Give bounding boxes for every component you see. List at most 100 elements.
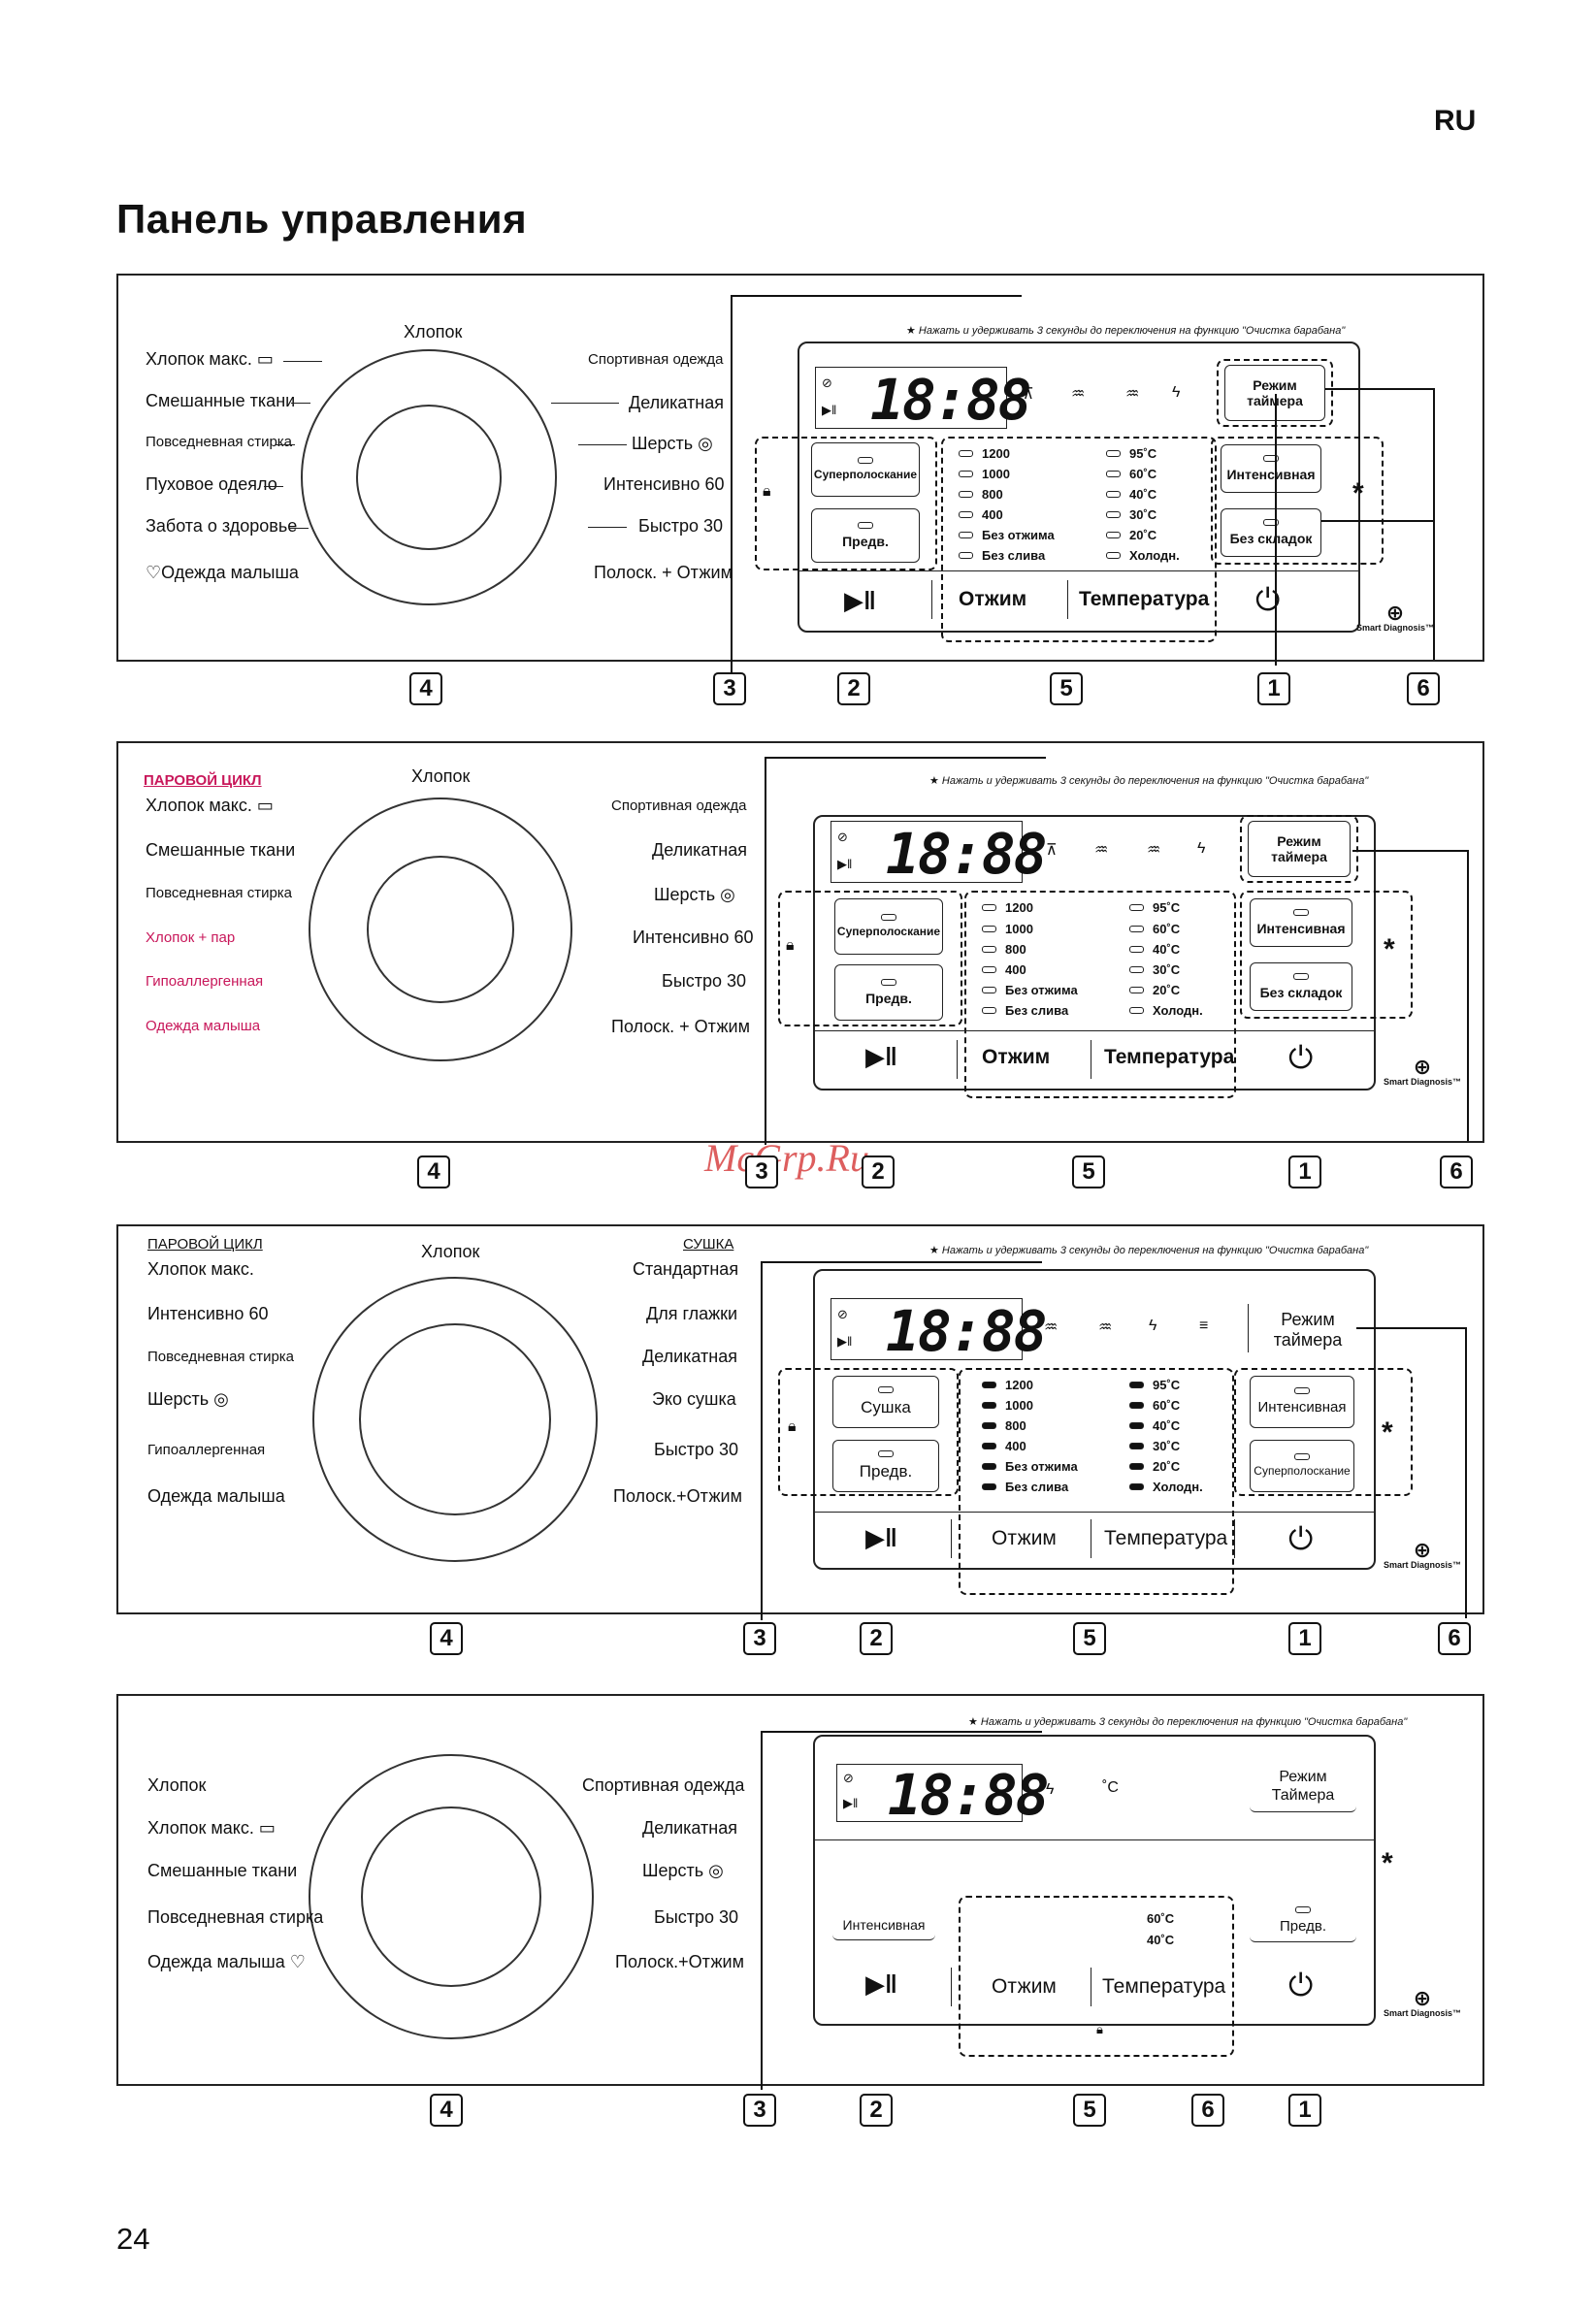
rinse-stage-icon: ♒ [1098,1319,1113,1336]
program-dial[interactable] [312,1277,598,1562]
callout-line [761,1261,763,1620]
spin-button[interactable]: Отжим [992,1975,1057,1998]
spin-option: 800 [982,942,1026,957]
start-pause-icon[interactable]: ▶‖ [865,1042,897,1071]
child-lock-icon: 🔒︎ [786,937,795,954]
intensive-button[interactable]: Интенсивная [1221,444,1321,493]
intensive-button[interactable]: Интенсивная [1250,1376,1354,1428]
dial-center [359,1323,551,1515]
page-title: Панель управления [116,196,528,242]
callout-6: 6 [1438,1622,1471,1655]
program-dial[interactable] [309,797,572,1061]
temperature-button[interactable]: Температура [1104,1527,1228,1549]
program-label-left: Смешанные ткани [147,1861,298,1880]
timer-button[interactable]: Режим Таймера [1250,1762,1356,1812]
wash-stage-icon: ⊼ [1046,842,1058,859]
program-label-right: Полоск.+Отжим [615,1952,744,1971]
play-pause-icon: ▶‖ [822,403,837,417]
intensive-button[interactable]: Интенсивная [832,1911,935,1940]
callout-6: 6 [1191,2094,1224,2127]
leader-line [289,528,309,529]
control-unit [813,1269,1376,1570]
prewash-button[interactable]: Предв. [811,508,920,563]
wash-stage-icon: ♒ [1044,1319,1059,1336]
start-pause-icon[interactable]: ▶‖ [844,586,876,615]
smart-diagnosis-logo: ⊕Smart Diagnosis™ [1384,1986,1462,2019]
callout-line [1465,1327,1467,1618]
spin-button[interactable]: Отжим [959,588,1027,610]
timer-button[interactable]: Режим таймера [1248,821,1351,877]
super-rinse-button[interactable]: Суперполоскание [811,442,920,497]
callout-line [1321,520,1434,522]
program-label-left: Хлопок [147,1775,207,1795]
steam-cycle-header: ПАРОВОЙ ЦИКЛ [147,1236,263,1253]
spin-option: 1200 [982,900,1033,915]
temp-option: 30˚C [1106,507,1156,522]
program-label-right: Спортивная одежда [582,1775,745,1795]
prewash-button[interactable]: Предв. [832,1440,939,1492]
callout-line [731,295,733,673]
drum-clean-note: ★ Нажать и удерживать 3 секунды до перек… [906,325,1346,337]
spin-temp-group [964,891,1236,1098]
temp-option: 60˚C [1129,922,1180,936]
program-label-right: Спортивная одежда [611,797,747,814]
callout-5: 5 [1073,2094,1106,2127]
callout-line [761,1731,763,2090]
program-dial[interactable] [309,1754,594,2039]
timer-group [1240,815,1358,883]
temperature-button[interactable]: Температура [1079,588,1210,610]
control-panel-3: ПАРОВОЙ ЦИКЛ СУШКА Хлопок Хлопок макс. И… [116,1224,1484,1620]
program-top: Хлопок [411,766,471,786]
callout-6: 6 [1407,672,1440,705]
program-label-left: Гипоаллергенная [147,1442,266,1458]
spin-button[interactable]: Отжим [992,1527,1057,1549]
spin-button[interactable]: Отжим [982,1046,1051,1068]
spin-option: 400 [982,1439,1026,1453]
separator [931,580,932,619]
program-label-left: Повседневная стирка [146,885,293,901]
time-display: 18:88 [886,821,1048,887]
leader-line [578,444,627,445]
temp-option: 20˚C [1129,983,1180,997]
child-lock-icon: 🔒︎ [763,483,771,500]
option-group-left [778,1368,959,1496]
prewash-button[interactable]: Предв. [834,964,943,1021]
no-crease-button[interactable]: Без складок [1221,508,1321,557]
power-icon[interactable]: ⏻ [1288,1040,1314,1075]
temp-option: 20˚C [1129,1459,1180,1474]
page-number: 24 [116,2222,150,2256]
super-rinse-button[interactable]: Суперполоскание [834,898,943,955]
start-pause-icon[interactable]: ▶‖ [865,1523,897,1552]
timer-button[interactable]: Режим таймера [1259,1304,1356,1356]
time-display: 18:88 [870,367,1032,433]
callout-line [1433,388,1435,660]
temp-option: 30˚C [1129,1439,1180,1453]
dry-button[interactable]: Сушка [832,1376,939,1428]
baby-clothes-icon: ♡ [146,563,162,582]
spin-option: 400 [982,962,1026,977]
temperature-button[interactable]: Температура [1102,1975,1226,1998]
super-rinse-button[interactable]: Суперполоскание [1250,1440,1354,1492]
play-pause-icon: ▶‖ [837,1334,853,1349]
power-icon[interactable]: ⏻ [1288,1521,1314,1556]
smart-diagnosis-icon: ⊕ [1413,1986,1432,2010]
callout-6: 6 [1440,1156,1473,1188]
callout-1: 1 [1288,1156,1321,1188]
program-dial[interactable] [301,349,557,605]
no-crease-button[interactable]: Без складок [1250,962,1352,1011]
temp-option: Холодн. [1129,1480,1203,1494]
power-icon[interactable]: ⏻ [1288,1968,1314,2002]
leader-line [283,361,322,362]
prewash-button[interactable]: Предв. [1250,1900,1356,1942]
start-pause-icon[interactable]: ▶‖ [865,1969,897,1999]
intensive-button[interactable]: Интенсивная [1250,898,1352,947]
program-label-right: Эко сушка [652,1389,736,1409]
cotton-max-icon: ▭ [256,796,274,815]
time-display: 18:88 [886,1298,1048,1364]
program-label-left: Хлопок макс. [147,1259,254,1279]
steam-icon: ⊘ [822,375,832,390]
temperature-button[interactable]: Температура [1104,1046,1235,1068]
dry-stage-icon: ≡ [1199,1318,1209,1334]
program-label-right: Быстро 30 [654,1907,739,1927]
temp-option: 95˚C [1106,446,1156,461]
